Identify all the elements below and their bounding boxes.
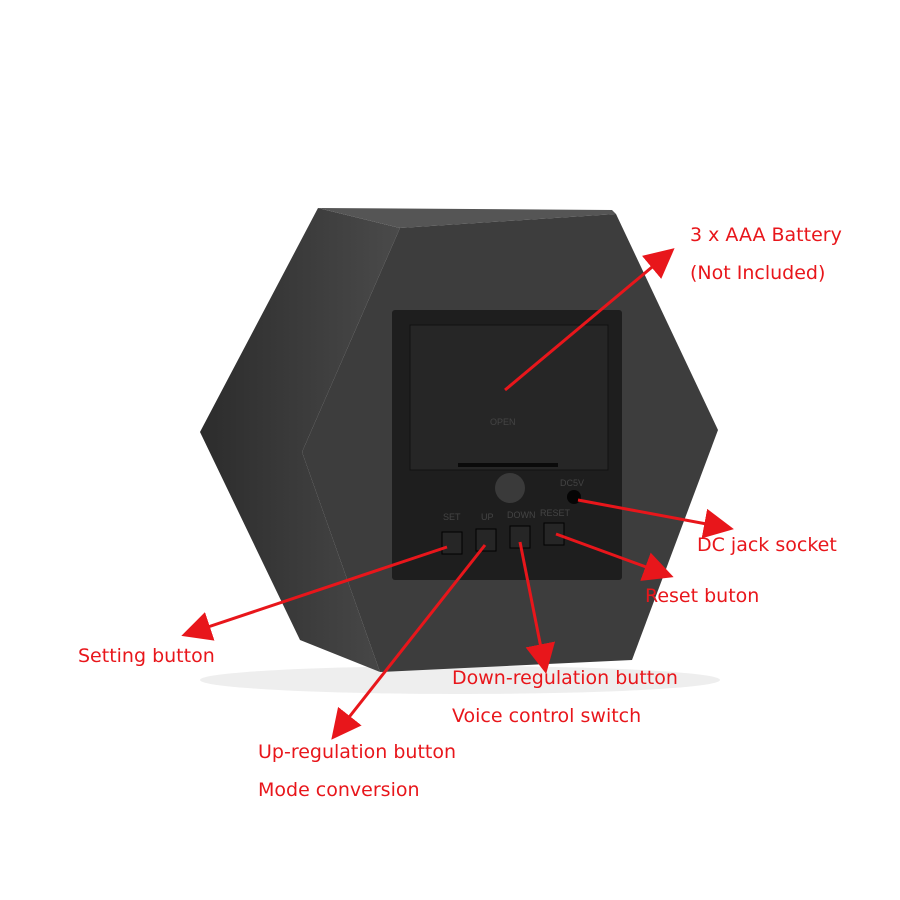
arrow-down: [518, 541, 556, 674]
down-label: DOWN: [507, 510, 536, 520]
set-button[interactable]: [441, 531, 463, 555]
reset-label: RESET: [540, 508, 571, 518]
setting-label: Setting button: [78, 645, 215, 667]
shadow: [200, 666, 720, 694]
arrow-reset: [555, 532, 674, 581]
up-label-annotation: Up-regulation button: [258, 741, 457, 763]
arrow-battery: [504, 248, 675, 392]
set-label: SET: [443, 512, 461, 522]
dc-label: DC5V: [560, 478, 584, 488]
battery-cover: [409, 324, 609, 471]
clock-side-face: [200, 208, 400, 672]
open-label: OPEN: [490, 417, 516, 427]
battery-label: 3 x AAA Battery: [690, 224, 842, 246]
arrow-setting: [181, 545, 448, 641]
battery-note: (Not Included): [690, 262, 826, 284]
reset-label-annotation: Reset buton: [645, 585, 760, 607]
voice-label: Voice control switch: [452, 705, 642, 727]
annotation-arrows: [181, 248, 734, 740]
reset-button[interactable]: [543, 522, 565, 546]
up-button[interactable]: [475, 528, 497, 552]
dc-jack: [567, 490, 581, 504]
speaker: [495, 473, 525, 503]
clock-top-face: [318, 208, 616, 228]
down-label-annotation: Down-regulation button: [452, 667, 678, 689]
arrow-up: [331, 544, 487, 740]
mode-label: Mode conversion: [258, 779, 420, 801]
up-label: UP: [481, 512, 494, 522]
dc-jack-label: DC jack socket: [697, 534, 837, 556]
arrow-dc: [577, 498, 734, 539]
cover-slot: [458, 463, 558, 467]
